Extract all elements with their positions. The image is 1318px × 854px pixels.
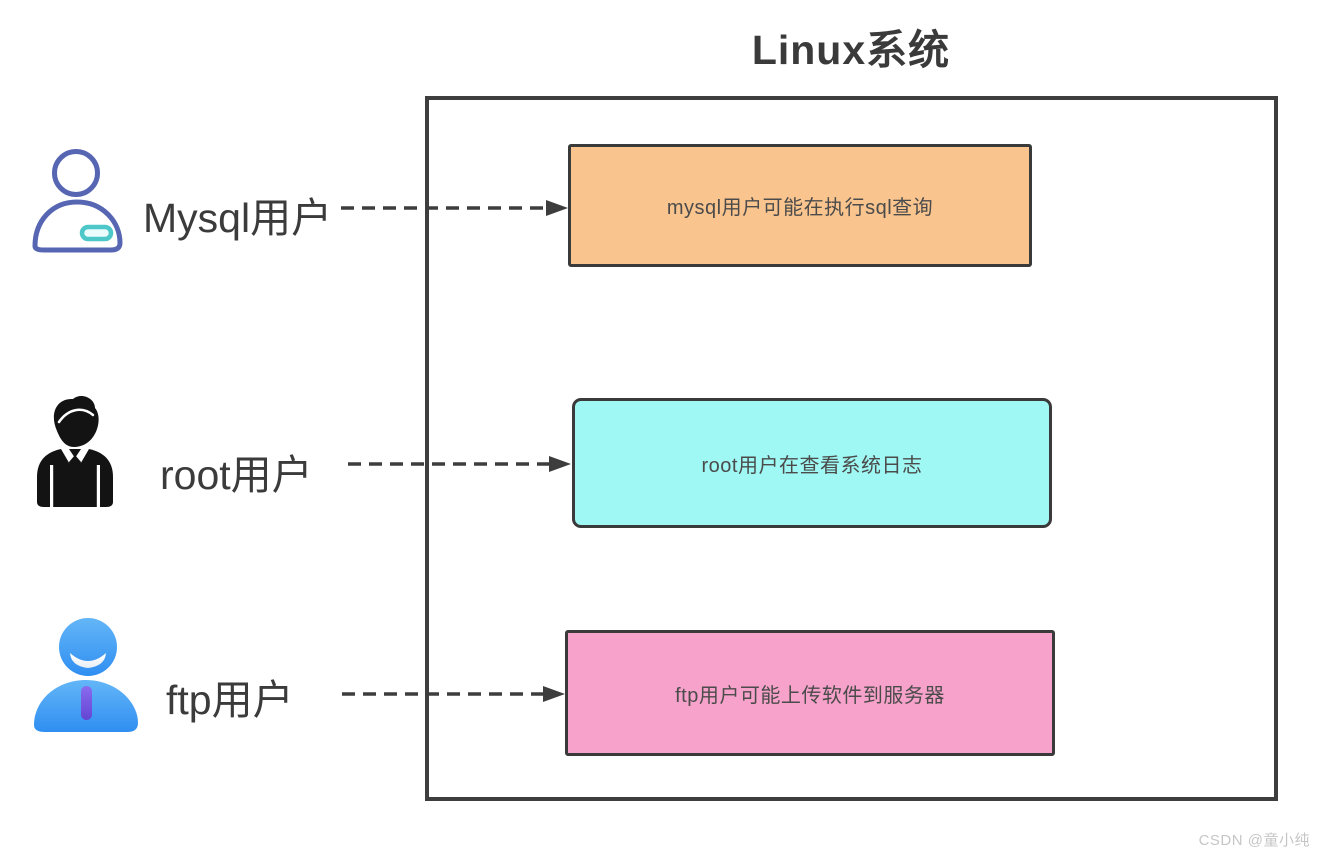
diagram-title: Linux系统 — [751, 27, 951, 73]
businessman-icon — [37, 395, 113, 507]
root-user-label: root用户 — [160, 452, 313, 498]
user-filled-blue-icon — [34, 618, 138, 732]
root-action-text: root用户在查看系统日志 — [701, 454, 923, 477]
watermark: CSDN @童小纯 — [1198, 832, 1310, 849]
mysql-action-box: mysql用户可能在执行sql查询 — [568, 144, 1032, 267]
mysql-action-text: mysql用户可能在执行sql查询 — [666, 197, 934, 219]
mysql-user-label: Mysql用户 — [143, 195, 333, 241]
ftp-action-box: ftp用户可能上传软件到服务器 — [565, 630, 1055, 756]
ftp-action-text: ftp用户可能上传软件到服务器 — [675, 684, 945, 707]
root-action-box: root用户在查看系统日志 — [572, 398, 1052, 528]
user-outline-icon — [32, 149, 123, 253]
ftp-user-label: ftp用户 — [166, 677, 294, 723]
